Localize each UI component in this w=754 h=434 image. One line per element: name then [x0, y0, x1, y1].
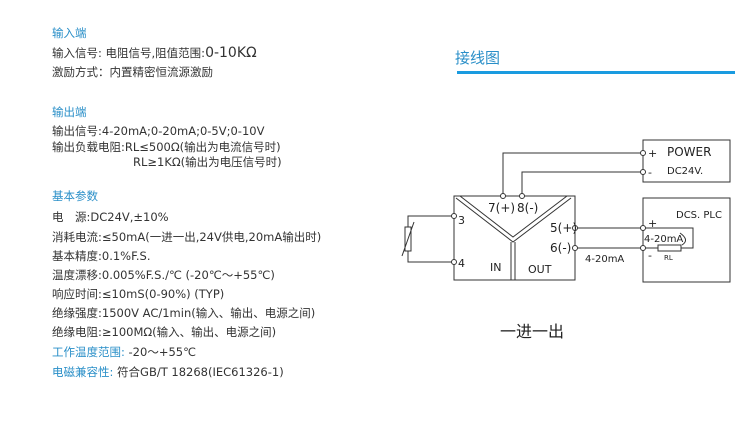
wire-power-minus — [521, 171, 643, 196]
dcs-plus: + — [648, 217, 657, 230]
wire-current-label: 4-20mA — [585, 254, 624, 265]
temp-value: -20～+55℃ — [124, 345, 196, 359]
rl-label: RL — [664, 254, 673, 262]
dcs-box — [642, 197, 731, 283]
terminal-7: 7(+) — [488, 201, 515, 215]
terminal-6: 6(-) — [550, 241, 571, 255]
param-isolation-strength: 绝缘强度:1500V AC/1min(输入、输出、电源之间) — [52, 306, 316, 320]
rl-resistor-icon — [657, 244, 682, 252]
param-current: 消耗电流:≤50mA(一进一出,24V供电,20mA输出时) — [52, 230, 322, 244]
param-accuracy: 基本精度:0.1%F.S. — [52, 249, 151, 263]
dcs-minus: - — [648, 249, 652, 262]
power-label: POWER — [667, 145, 711, 159]
input-heading: 输入端 — [52, 26, 87, 40]
terminal-3: 3 — [458, 214, 465, 227]
output-load-voltage: RL≥1KΩ(输出为电压信号时) — [133, 155, 282, 169]
temp-label: 工作温度范围: — [52, 345, 125, 359]
power-box — [642, 139, 731, 183]
module-y-divider — [455, 195, 572, 280]
terminal-8: 8(-) — [517, 201, 538, 215]
emc-label: 电磁兼容性: — [52, 365, 114, 379]
out-label: OUT — [528, 263, 552, 276]
param-temp: 工作温度范围: -20～+55℃ — [52, 345, 196, 359]
param-isolation-resistance: 绝缘电阻:≥100MΩ(输入、输出、电源之间) — [52, 325, 277, 339]
input-excitation: 激励方式：内置精密恒流源激励 — [52, 65, 213, 79]
title-divider — [457, 71, 735, 74]
param-response: 响应时间:≤10mS(0-90%) (TYP) — [52, 287, 225, 301]
output-load-current: 输出负载电阻:RL≤500Ω(输出为电流信号时) — [52, 140, 281, 154]
in-label: IN — [490, 261, 501, 274]
wire-power-plus — [502, 152, 643, 196]
input-signal-value: 0-10KΩ — [205, 45, 257, 61]
emc-value: 符合GB/T 18268(IEC61326-1) — [113, 365, 284, 379]
dc-label: DC24V. — [667, 166, 703, 177]
rtd-slash — [401, 221, 415, 257]
basic-heading: 基本参数 — [52, 189, 98, 203]
power-plus: + — [648, 147, 657, 160]
output-signal: 输出信号:4-20mA;0-20mA;0-5V;0-10V — [52, 124, 265, 138]
loop-current-label: 4-20mA — [644, 234, 683, 245]
current-arrow-icon — [679, 232, 686, 246]
terminal-5: 5(+) — [550, 221, 577, 235]
input-signal-label: 输入信号: 电阻信号,阻值范围: — [52, 46, 206, 60]
input-signal: 输入信号: 电阻信号,阻值范围:0-10KΩ — [52, 46, 257, 60]
terminals — [451, 150, 646, 265]
output-heading: 输出端 — [52, 105, 87, 119]
param-drift: 温度漂移:0.005%F.S./℃ (-20℃～+55℃) — [52, 268, 275, 282]
terminal-4: 4 — [458, 257, 465, 270]
diagram-caption: 一进一出 — [500, 322, 565, 341]
diagram-title: 接线图 — [455, 49, 501, 67]
power-minus: - — [648, 166, 652, 179]
param-power: 电 源:DC24V,±10% — [52, 210, 169, 224]
dcs-label: DCS. PLC — [676, 210, 722, 221]
wire-sensor — [407, 215, 454, 263]
param-emc: 电磁兼容性: 符合GB/T 18268(IEC61326-1) — [52, 365, 284, 379]
